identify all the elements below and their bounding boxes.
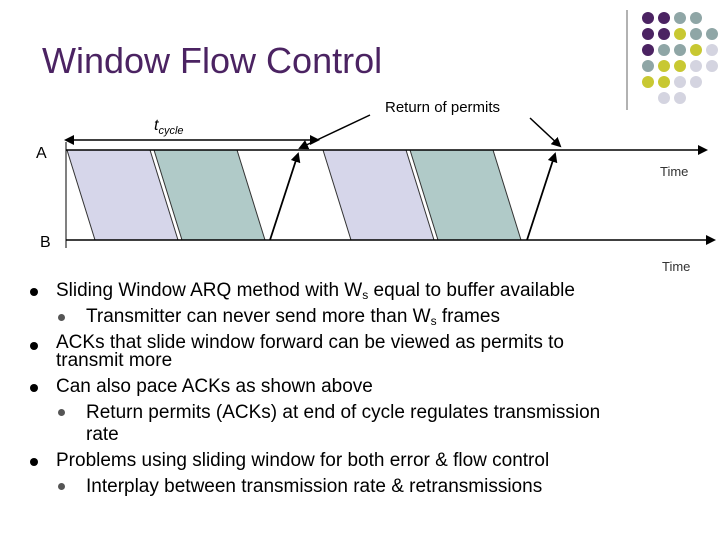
time-label-bottom: Time	[662, 259, 690, 274]
bullet-text: Return permits (ACKs) at end of cycle re…	[86, 402, 601, 423]
sub-bullet-dot	[58, 409, 65, 416]
sender-label-a: A	[36, 145, 47, 162]
bullet-acks-permits: ACKs that slide window forward can be vi…	[56, 332, 564, 371]
time-label-top: Time	[660, 164, 688, 179]
bullet-text: Sliding Window ARQ method with W	[56, 280, 363, 301]
sub-bullet-return-permits: Return permits (ACKs) at end of cycle re…	[86, 402, 600, 446]
ack-arrow-2	[526, 152, 558, 241]
sub-bullet-transmitter: Transmitter can never send more than Ws …	[86, 306, 500, 328]
bullet-text: ACKs that slide window forward can be vi…	[56, 332, 564, 353]
bullet-subscript: s	[430, 314, 437, 328]
return-pointer-left	[298, 114, 371, 150]
return-of-permits-label: Return of permits	[385, 99, 500, 116]
sub-bullet-interplay: Interplay between transmission rate & re…	[86, 476, 543, 497]
timing-diagram: tcycle Return of permits A B Time Time	[36, 99, 716, 274]
bullet-dot	[30, 342, 38, 350]
t-cycle-label: tcycle	[154, 117, 184, 137]
bullet-subscript: s	[362, 288, 369, 302]
sub-bullet-dot	[58, 314, 65, 321]
bullet-text: rate	[86, 424, 119, 445]
bullet-pace-acks: Can also pace ACKs as shown above	[56, 376, 373, 397]
page-title: Window Flow Control	[42, 40, 383, 81]
bullet-dot	[30, 288, 38, 296]
bullet-text: Transmitter can never send more than W	[86, 306, 431, 327]
bullet-text: equal to buffer available	[368, 280, 575, 301]
bullet-text: frames	[436, 306, 500, 327]
sub-bullet-dot	[58, 483, 65, 490]
return-pointer-right	[529, 117, 562, 148]
bullet-dot	[30, 458, 38, 466]
bullet-text: transmit more	[56, 350, 173, 371]
bullet-sliding-window: Sliding Window ARQ method with Ws equal …	[56, 280, 575, 302]
bullet-dot	[30, 384, 38, 392]
bullet-problems: Problems using sliding window for both e…	[56, 450, 550, 471]
receiver-label-b: B	[40, 234, 51, 251]
ack-arrow-1	[269, 152, 301, 241]
